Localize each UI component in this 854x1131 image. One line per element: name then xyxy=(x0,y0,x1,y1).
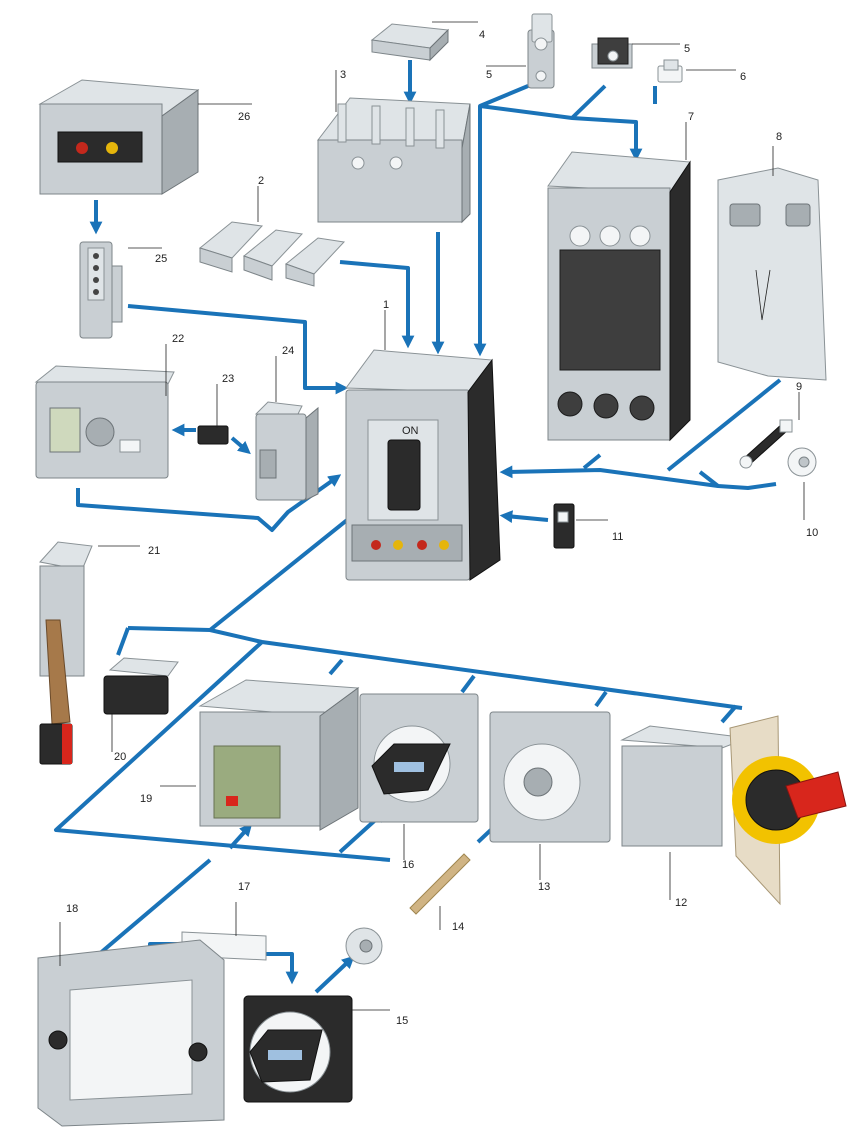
component-23-shape xyxy=(197,425,229,445)
callout-2: 2 xyxy=(258,175,264,187)
component-8-shape xyxy=(717,167,827,381)
component-26-shape xyxy=(38,79,200,195)
callout-25: 25 xyxy=(155,253,167,265)
component-22-shape xyxy=(34,365,175,479)
component-21-shape xyxy=(39,541,93,765)
callout-23: 23 xyxy=(222,373,234,385)
connector-lines xyxy=(54,60,782,994)
component-18-shape xyxy=(37,939,225,1127)
callout-8: 8 xyxy=(776,131,782,143)
callout-10: 10 xyxy=(806,527,818,539)
component-1-shape: ON xyxy=(345,349,501,581)
callout-7: 7 xyxy=(688,111,694,123)
callout-24: 24 xyxy=(282,345,294,357)
lock-mechanism-shape xyxy=(345,927,383,965)
component-5a-shape xyxy=(527,13,555,89)
callout-21: 21 xyxy=(148,545,160,557)
callout-16: 16 xyxy=(402,859,414,871)
component-5b-shape xyxy=(591,37,633,69)
component-13-shape xyxy=(489,711,611,843)
callout-20: 20 xyxy=(114,751,126,763)
leader-lines xyxy=(59,21,805,1011)
component-11-shape xyxy=(553,503,575,549)
component-12-shape xyxy=(620,715,847,906)
component-3-shape xyxy=(317,97,471,224)
component-16-shape xyxy=(359,693,479,823)
callout-14: 14 xyxy=(452,921,464,933)
component-9-shape xyxy=(739,419,793,469)
callout-labels: 4 3 5 5 6 26 7 8 2 25 1 22 24 23 9 10 11… xyxy=(66,29,818,1027)
breaker-on-marking: ON xyxy=(402,425,419,437)
callout-9: 9 xyxy=(796,381,802,393)
component-2-shape xyxy=(198,221,346,287)
callout-4: 4 xyxy=(479,29,485,41)
component-25-shape xyxy=(79,241,123,339)
callout-15: 15 xyxy=(396,1015,408,1027)
callout-17: 17 xyxy=(238,881,250,893)
callout-18: 18 xyxy=(66,903,78,915)
component-6-shape xyxy=(657,59,683,83)
component-19-shape xyxy=(198,679,360,831)
callout-6: 6 xyxy=(740,71,746,83)
callout-1: 1 xyxy=(383,299,389,311)
component-20-shape xyxy=(103,657,179,715)
callout-19: 19 xyxy=(140,793,152,805)
component-7-shape xyxy=(547,151,691,442)
component-10-shape xyxy=(787,447,817,477)
component-24-shape xyxy=(254,401,319,501)
callout-12: 12 xyxy=(675,897,687,909)
callout-22: 22 xyxy=(172,333,184,345)
component-15-shape xyxy=(243,995,353,1103)
component-4-shape xyxy=(370,23,450,62)
callout-26: 26 xyxy=(238,111,250,123)
callout-3: 3 xyxy=(340,69,346,81)
callout-5a: 5 xyxy=(486,69,492,81)
component-14-shape xyxy=(409,853,471,915)
callout-5b: 5 xyxy=(684,43,690,55)
callout-13: 13 xyxy=(538,881,550,893)
callout-11: 11 xyxy=(612,531,623,543)
